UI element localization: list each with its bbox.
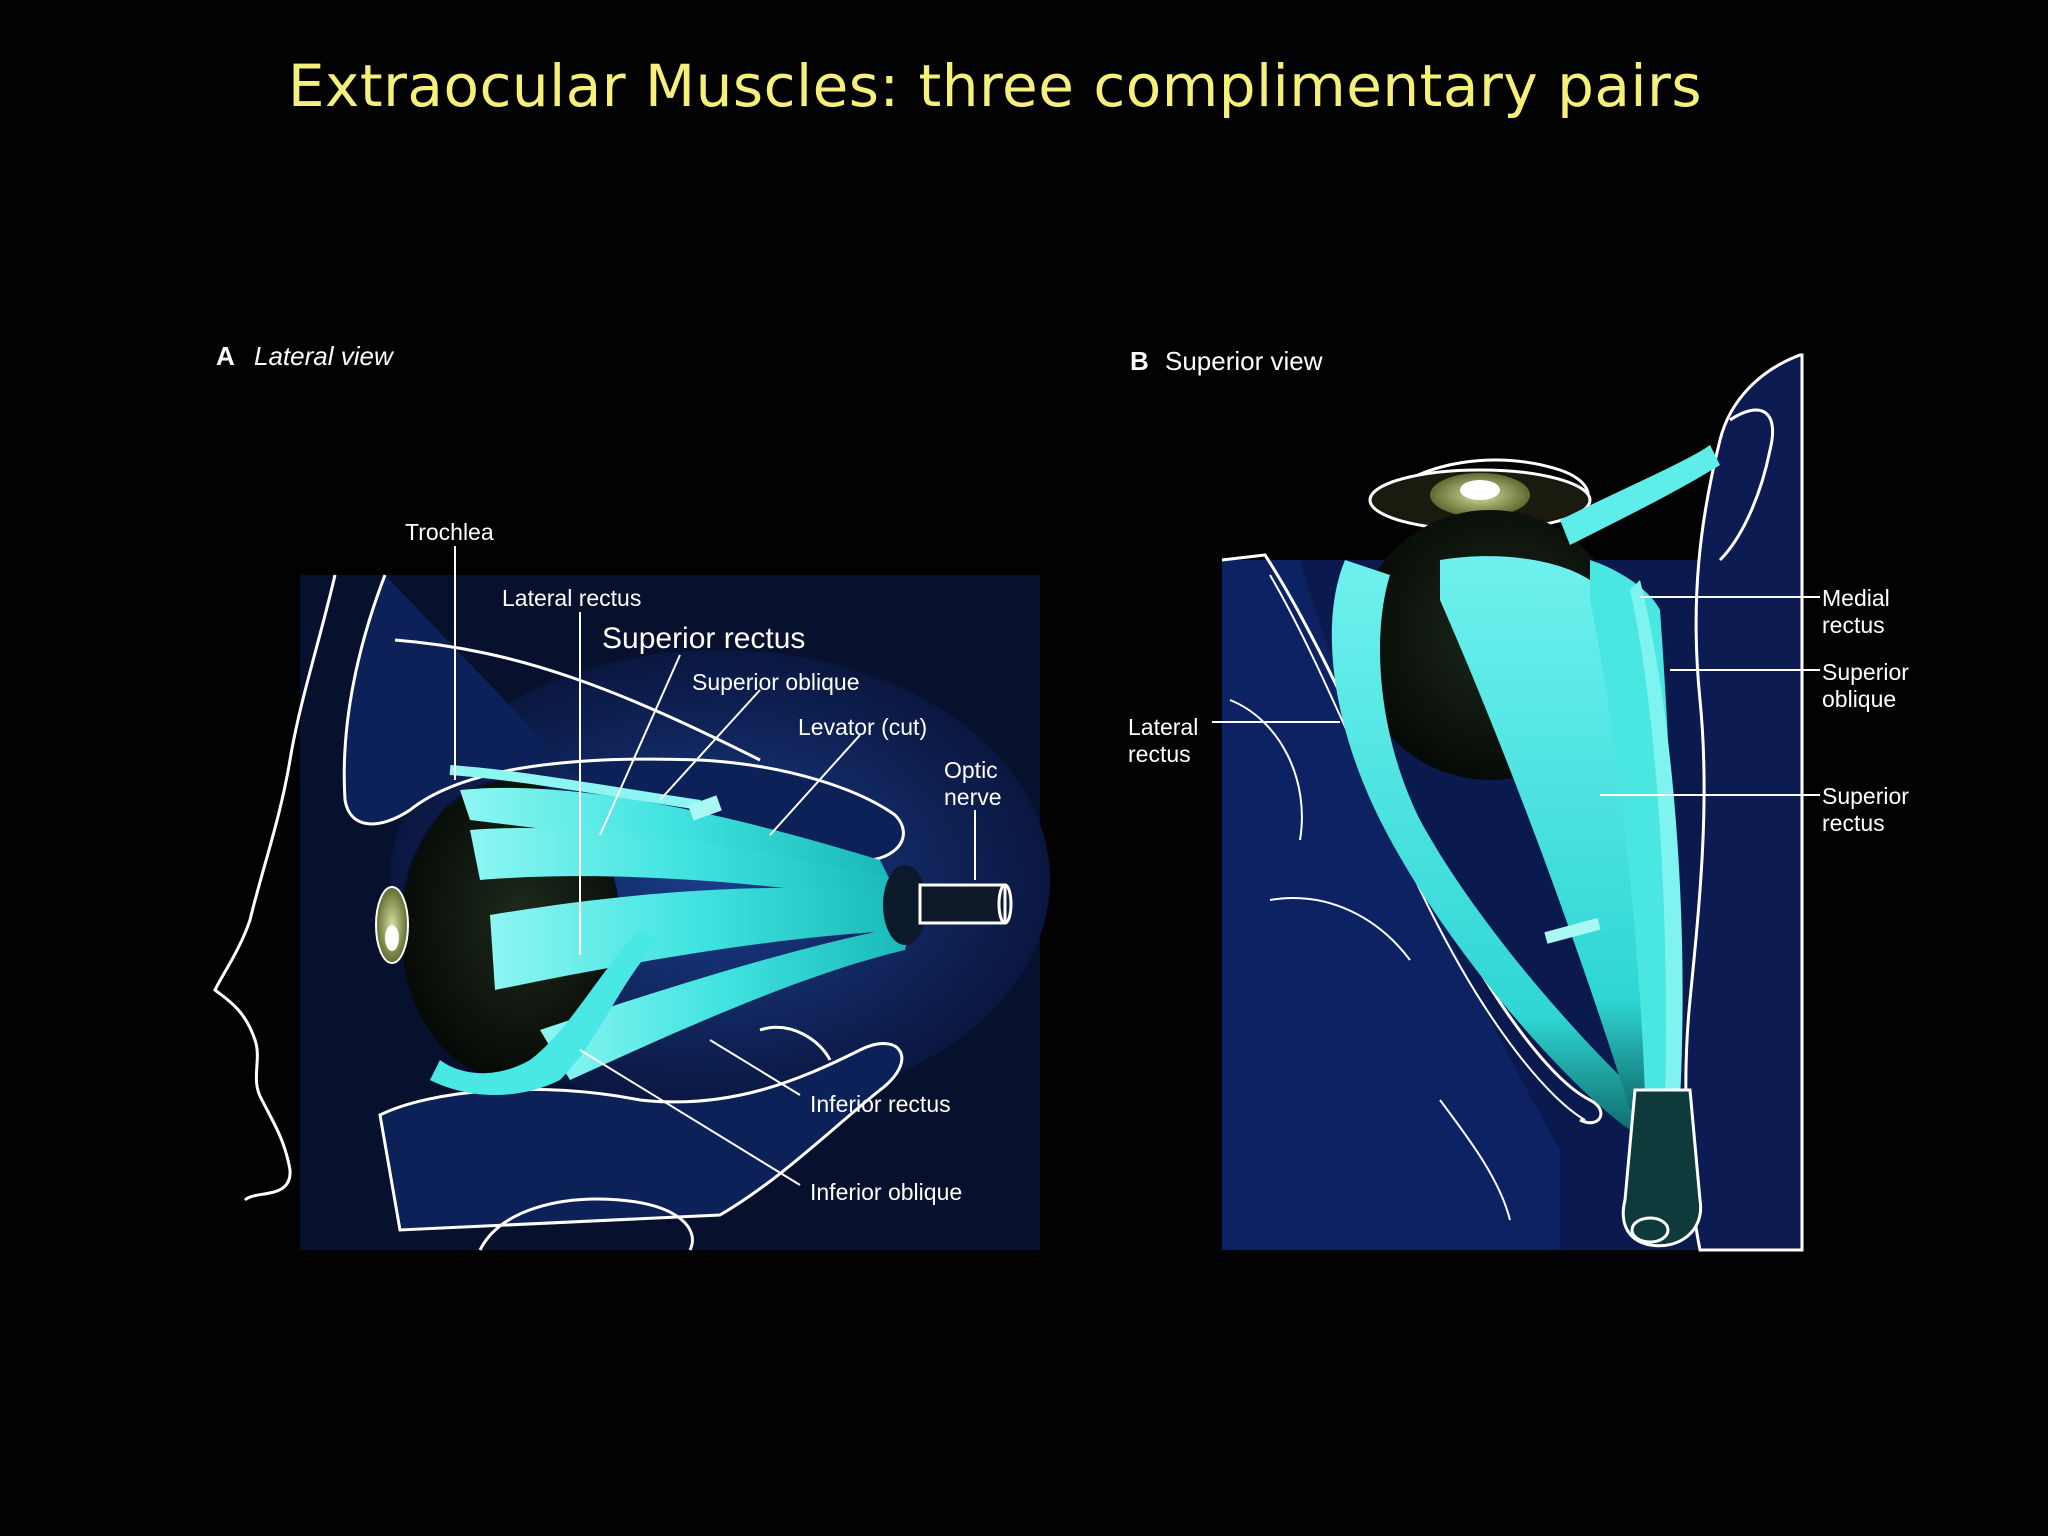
label-superior-rectus-a: Superior rectus — [602, 622, 805, 655]
panel-b-heading: Superior view — [1165, 346, 1323, 376]
label-medial-rectus-line2: rectus — [1822, 612, 1885, 638]
panel-b-leader-lines — [1212, 596, 1820, 796]
label-superior-oblique-a: Superior oblique — [692, 669, 860, 695]
label-trochlea: Trochlea — [405, 519, 494, 545]
label-superior-rectus-b-line1: Superior — [1822, 783, 1909, 809]
superior-oblique-muscle — [449, 765, 701, 810]
label-superior-rectus-b-line2: rectus — [1822, 810, 1885, 836]
label-levator: Levator (cut) — [798, 714, 927, 740]
face-profile — [213, 574, 337, 1202]
pupil-highlight — [385, 925, 399, 951]
panel-b-letter: B — [1130, 346, 1149, 376]
label-lateral-rectus-b-line2: rectus — [1128, 741, 1191, 767]
lateral-rectus-muscle — [490, 887, 910, 990]
inferior-rectus-muscle — [540, 925, 910, 1080]
superior-rectus-muscle — [470, 828, 905, 905]
label-optic-line2: nerve — [944, 784, 1002, 810]
label-lateral-rectus-a: Lateral rectus — [502, 585, 641, 611]
label-inferior-rectus: Inferior rectus — [810, 1091, 951, 1117]
superior-oblique-muscle-b — [1630, 580, 1683, 1100]
panel-a-heading: Lateral view — [254, 341, 395, 371]
label-inferior-oblique: Inferior oblique — [810, 1179, 962, 1205]
label-lateral-rectus-b-line1: Lateral — [1128, 714, 1198, 740]
optic-nerve-b — [1621, 1088, 1703, 1248]
upper-orbital-bone — [342, 574, 905, 864]
label-optic-line1: Optic — [944, 757, 998, 783]
inferior-oblique-muscle — [430, 930, 660, 1095]
label-superior-oblique-b-line1: Superior — [1822, 659, 1909, 685]
panel-a-lateral-view: A Lateral view — [213, 341, 1050, 1251]
nasal-bone — [1684, 353, 1804, 1252]
slide-title: Extraocular Muscles: three complimentary… — [287, 52, 1703, 120]
panel-a-leader-lines — [454, 546, 976, 1186]
panel-b-superior-view: B Superior view — [1128, 346, 1909, 1252]
label-medial-rectus-line1: Medial — [1822, 585, 1890, 611]
label-superior-oblique-b-line2: oblique — [1822, 686, 1896, 712]
optic-nerve — [918, 883, 1007, 925]
panel-a-letter: A — [216, 341, 235, 371]
lateral-rectus-muscle-b — [1331, 560, 1645, 1130]
superior-oblique-tendon — [1560, 445, 1720, 545]
superior-rectus-muscle-b — [1440, 556, 1660, 1110]
